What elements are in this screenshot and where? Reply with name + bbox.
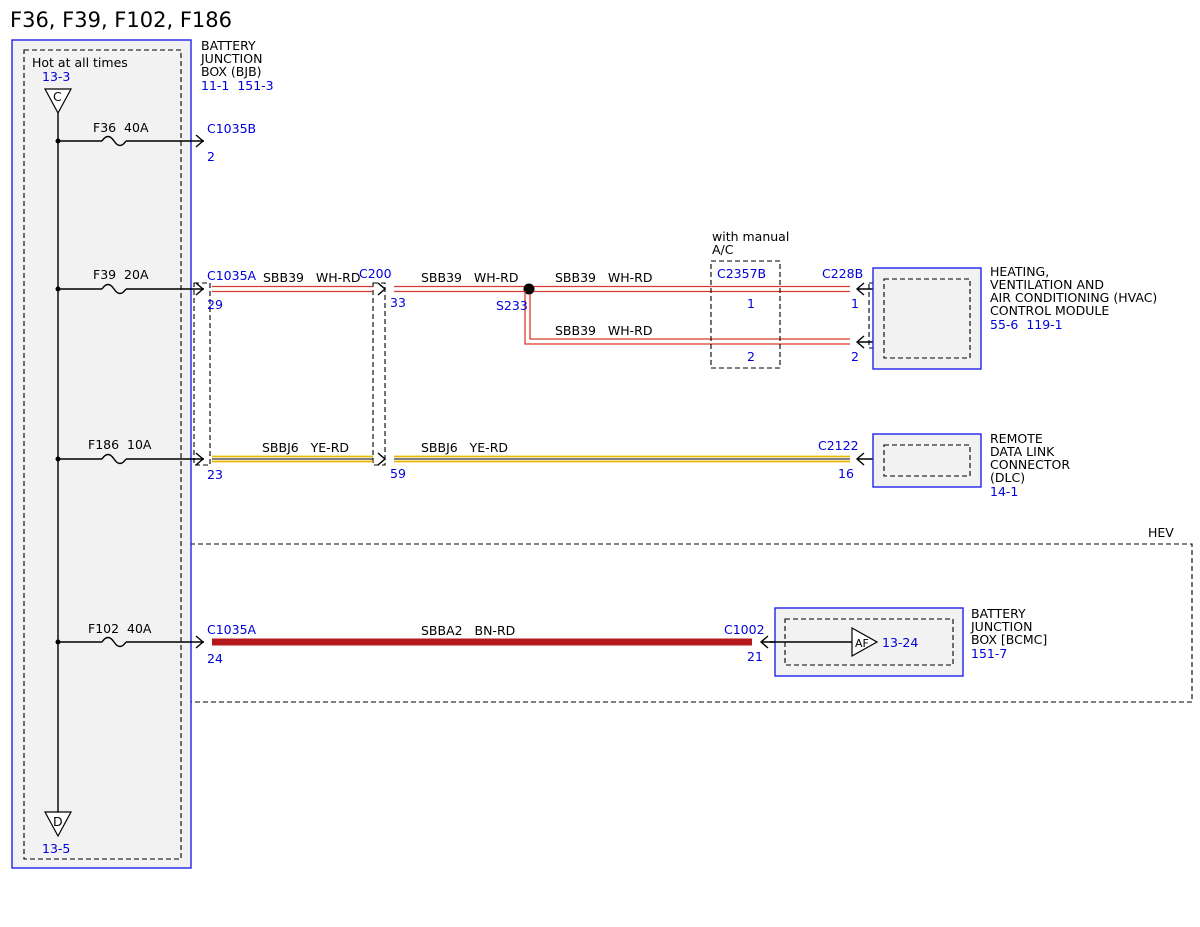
hev-label: HEV (1148, 525, 1174, 540)
af-symbol-triangle-icon (851, 626, 879, 658)
connector-c200-pin-59: 59 (390, 466, 406, 481)
hvac-outer-box[interactable] (872, 267, 982, 370)
af-page-ref[interactable]: 13-24 (882, 635, 918, 650)
dlc-page-refs[interactable]: 14-1 (990, 484, 1018, 499)
wire-label-sbbj6: SBBJ6 YE-RD (421, 440, 508, 455)
connector-c200-pin-33: 33 (390, 295, 406, 310)
connector-chevron-icon (195, 452, 205, 466)
hvac-name-line-4: CONTROL MODULE (990, 303, 1109, 318)
bjb-outer-box (11, 39, 192, 869)
c1035a-connector-outline (193, 282, 211, 466)
connector-c228b-pin-1: 1 (851, 296, 859, 311)
wire-label-sbb39: SBB39 WH-RD (555, 270, 653, 285)
connector-c1035b-pin: 2 (207, 149, 215, 164)
c228b-connector-outline (868, 282, 876, 349)
connector-c2357b-pin-2: 2 (747, 349, 755, 364)
hvac-inner-box (883, 278, 971, 359)
wire-label-sbba2: SBBA2 BN-RD (421, 623, 515, 638)
connector-chevron-icon (377, 452, 387, 466)
connector-c1035a-f39[interactable]: C1035A (207, 268, 257, 283)
c2357b-connector-outline (710, 260, 781, 369)
hot-at-all-times-label: Hot at all times (32, 55, 128, 70)
connector-c228b-pin-2: 2 (851, 349, 859, 364)
bcmc-name-line-1: BATTERY (971, 606, 1026, 621)
connector-chevron-icon (377, 282, 387, 296)
remote-data-link-connector: REMOTE DATA LINK CONNECTOR (DLC) 14-1 (872, 431, 1070, 499)
wire-label-sbb39: SBB39 WH-RD (555, 323, 653, 338)
c-symbol-label: C (53, 89, 62, 104)
bjb-name-line-1: BATTERY (201, 38, 256, 53)
wire-stripe (529, 294, 850, 340)
option-label-line-1: with manual (712, 229, 789, 244)
battery-junction-box-bcmc: AF 13-24 BATTERY JUNCTION BOX [BCMC] 151… (770, 606, 1047, 677)
splice-s233-label[interactable]: S233 (496, 298, 528, 313)
fuse-f39-label: F39 20A (93, 267, 149, 282)
connector-c2122-pin-16: 16 (838, 466, 854, 481)
connector-chevron-icon (195, 134, 205, 148)
fuse-f102-label: F102 40A (88, 621, 152, 636)
fuse-icon (101, 135, 127, 147)
fuse-f39-row: F39 20A (55, 267, 205, 296)
bjb-inner-box (23, 49, 182, 860)
fuse-f36-row: F36 40A C1035B 2 (55, 120, 256, 164)
bottom-page-ref[interactable]: 13-5 (42, 841, 70, 856)
bjb-page-refs[interactable]: 11-1 151-3 (201, 78, 274, 93)
connector-c2357b-pin-1: 1 (747, 296, 755, 311)
dlc-name-line-3: CONNECTOR (990, 457, 1070, 472)
bcmc-page-refs[interactable]: 151-7 (971, 646, 1007, 661)
connector-chevron-icon (195, 282, 205, 296)
wire-label-sbb39: SBB39 WH-RD (263, 270, 361, 285)
connector-c1035a-f102[interactable]: C1035A (207, 622, 257, 637)
d-symbol-label: D (53, 814, 63, 829)
fuse-icon (101, 636, 127, 648)
splice-s233-dot[interactable] (523, 283, 535, 295)
connector-c1002-pin-21: 21 (747, 649, 763, 664)
fuse-f36-label: F36 40A (93, 120, 149, 135)
c200-connector-outline (372, 282, 386, 466)
fuse-f186-label: F186 10A (88, 437, 152, 452)
bjb-name-line-2: JUNCTION (200, 51, 262, 66)
bcmc-name-line-3: BOX [BCMC] (971, 632, 1047, 647)
battery-junction-box: BATTERY JUNCTION BOX (BJB) 11-1 151-3 Ho… (11, 38, 274, 869)
hvac-name-line-3: AIR CONDITIONING (HVAC) (990, 290, 1157, 305)
fuse-icon (101, 283, 127, 295)
circuit-sbbj6: SBBJ6 YE-RD SBBJ6 YE-RD 23 59 C2122 16 (207, 438, 883, 482)
dlc-name-line-1: REMOTE (990, 431, 1043, 446)
option-label-line-2: A/C (712, 242, 734, 257)
connector-c200[interactable]: C200 (359, 266, 392, 281)
connector-c1035a-pin-29: 29 (207, 297, 223, 312)
hvac-name-line-1: HEATING, (990, 264, 1049, 279)
circuit-sbb39: SBB39 WH-RD SBB39 WH-RD SBB39 WH-RD SBB3… (207, 266, 850, 345)
dlc-outer-box[interactable] (872, 433, 982, 488)
af-symbol-label: AF (855, 637, 869, 650)
fuse-f102-row: F102 40A (55, 621, 205, 649)
wire-label-sbbj6: SBBJ6 YE-RD (262, 440, 349, 455)
bjb-name-line-3: BOX (BJB) (201, 64, 262, 79)
diagram-title: F36, F39, F102, F186 (10, 8, 232, 32)
connector-c2357b[interactable]: C2357B (717, 266, 766, 281)
connector-c228b[interactable]: C228B (822, 266, 863, 281)
fuse-f186-row: F186 10A (55, 437, 205, 466)
d-symbol-triangle-icon (43, 811, 73, 838)
hvac-name-line-2: VENTILATION AND (990, 277, 1104, 292)
top-page-ref[interactable]: 13-3 (42, 69, 70, 84)
connector-c1035a-pin-23: 23 (207, 467, 223, 482)
dlc-inner-box (883, 444, 971, 477)
hvac-control-module: HEATING, VENTILATION AND AIR CONDITIONIN… (872, 264, 1157, 370)
dlc-name-line-4: (DLC) (990, 470, 1025, 485)
wire-label-sbb39: SBB39 WH-RD (421, 270, 519, 285)
c-symbol-triangle-icon (43, 88, 73, 115)
connector-c1002[interactable]: C1002 (724, 622, 765, 637)
hvac-page-refs[interactable]: 55-6 119-1 (990, 317, 1063, 332)
connector-chevron-icon (195, 635, 205, 649)
dlc-name-line-2: DATA LINK (990, 444, 1055, 459)
circuit-sbba2: SBBA2 BN-RD C1035A 24 C1002 21 (207, 622, 851, 666)
connector-c1035a-pin-24: 24 (207, 651, 223, 666)
bcmc-name-line-2: JUNCTION (970, 619, 1032, 634)
fuse-icon (101, 453, 127, 465)
connector-c2122[interactable]: C2122 (818, 438, 859, 453)
wire-stripe (524, 291, 850, 345)
connector-c1035b[interactable]: C1035B (207, 121, 256, 136)
